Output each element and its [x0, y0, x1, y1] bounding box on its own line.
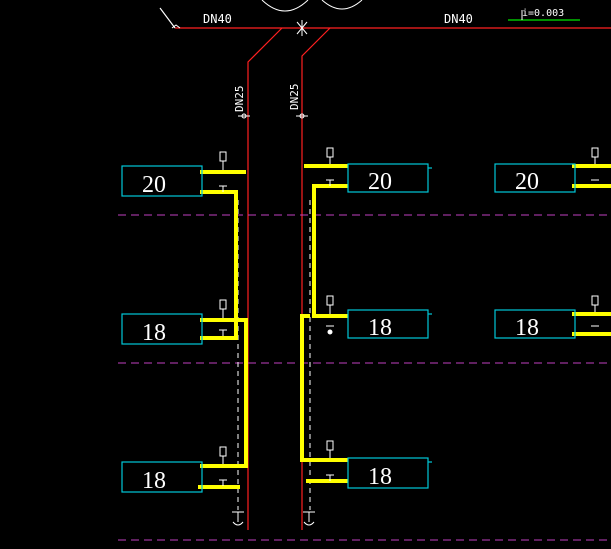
- branch-valve-symbols: [219, 147, 599, 486]
- top-arc-symbols: [261, 0, 363, 12]
- slope-label: i=0.003: [522, 8, 564, 19]
- radiator-right-top[interactable]: 20: [494, 163, 576, 195]
- radiator-left-bot[interactable]: 18: [121, 461, 203, 494]
- main-supply-pipe: [159, 7, 611, 530]
- radiator-label: 20: [515, 169, 539, 195]
- radiator-label: 18: [368, 315, 392, 341]
- radiator-label: 18: [142, 468, 166, 494]
- floor-lines: [118, 214, 611, 541]
- radiator-label: 18: [368, 464, 392, 490]
- radiator-label: 18: [515, 315, 539, 341]
- main-pipe-label-right: DN40: [444, 12, 473, 26]
- radiators: 20 18 18 20 18 18 20: [121, 163, 576, 494]
- slope-mark: i=0.003: [508, 8, 580, 21]
- pipe-cross-symbol: [171, 20, 308, 36]
- radiator-left-mid[interactable]: 18: [121, 313, 203, 346]
- main-pipe-label-left: DN40: [203, 12, 232, 26]
- radiator-center-bot[interactable]: 18: [347, 457, 432, 490]
- radiator-label: 18: [142, 320, 166, 346]
- radiator-left-top[interactable]: 20: [121, 165, 203, 198]
- radiator-center-top[interactable]: 20: [347, 163, 432, 195]
- return-dashed-lines: [237, 200, 311, 510]
- radiator-center-mid[interactable]: 18: [347, 309, 432, 341]
- drain-symbols: [232, 511, 315, 526]
- riser-label-left: DN25: [233, 86, 246, 113]
- riser-label-right: DN25: [288, 84, 301, 111]
- radiator-right-mid[interactable]: 18: [494, 309, 576, 341]
- radiator-label: 20: [368, 169, 392, 195]
- branch-pipes: [198, 164, 611, 489]
- riser-valve-symbols: [238, 113, 308, 119]
- radiator-label: 20: [142, 172, 166, 198]
